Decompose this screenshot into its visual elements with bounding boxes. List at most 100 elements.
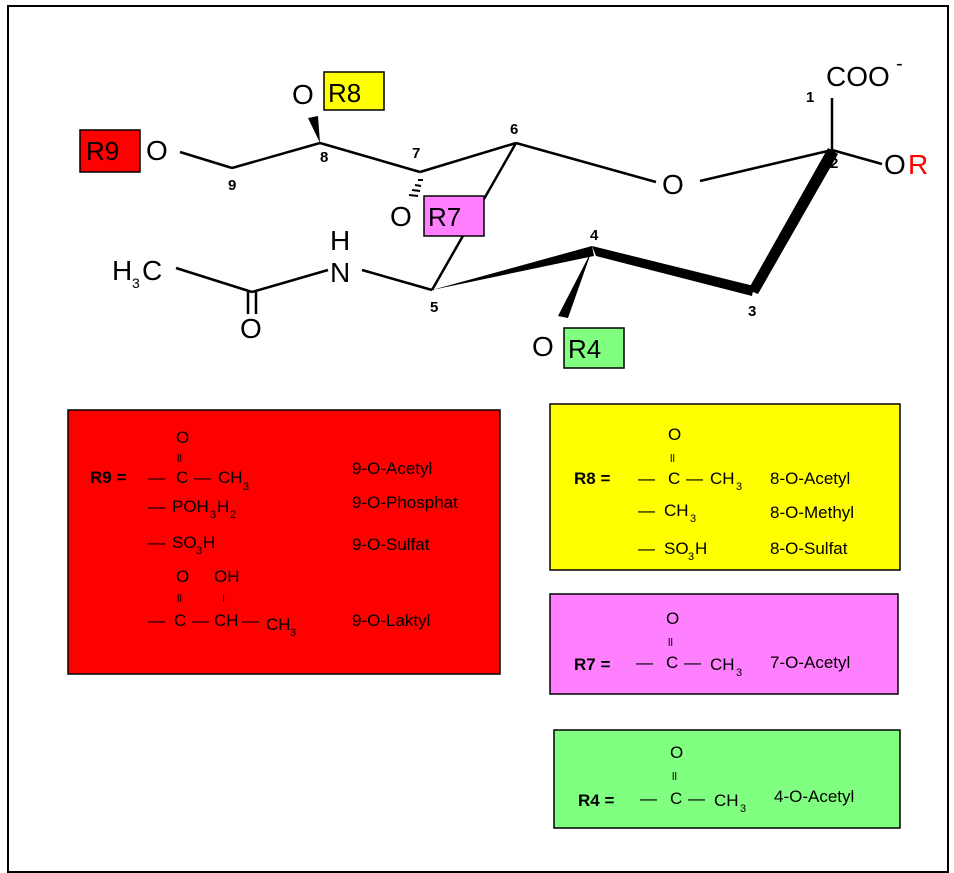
svg-text:—: — xyxy=(638,501,655,520)
r9-substituent-box: R9 = O ll — C — CH 3 — POH 3 H 2 — SO 3 … xyxy=(67,409,501,675)
svg-text:—: — xyxy=(636,653,653,672)
position-5: 5 xyxy=(430,299,438,316)
ring-oxygen: O xyxy=(662,169,684,200)
svg-text:SO: SO xyxy=(172,533,197,552)
bond-c6-c7 xyxy=(419,141,517,174)
svg-text:C: C xyxy=(176,468,188,487)
svg-text:—: — xyxy=(148,611,165,630)
h3c-h: H xyxy=(112,255,132,286)
r9-name-acetyl: 9-O-Acetyl xyxy=(352,459,432,478)
svg-text:CH: CH xyxy=(664,501,689,520)
svg-text:ll: ll xyxy=(177,593,182,605)
svg-text:2: 2 xyxy=(230,509,236,521)
r9-tag: R9 xyxy=(79,129,141,173)
svg-text:OH: OH xyxy=(214,567,240,586)
r9-lhs: R9 = xyxy=(90,468,126,487)
svg-text:3: 3 xyxy=(736,481,742,493)
svg-text:ll: ll xyxy=(177,453,182,465)
coo-charge: - xyxy=(896,53,903,75)
r4-substituent-box: R4 = O ll — C — CH 3 4-O-Acetyl xyxy=(553,729,901,829)
wedge-c8-o8 xyxy=(308,116,320,143)
r4-lhs: R4 = xyxy=(578,791,614,810)
svg-text:R4: R4 xyxy=(568,334,601,364)
bond-c9-o9 xyxy=(179,150,233,170)
position-2: 2 xyxy=(830,155,838,172)
r8-name-acetyl: 8-O-Acetyl xyxy=(770,469,850,488)
wedge-c5-c4 xyxy=(432,246,594,290)
svg-text:3: 3 xyxy=(210,509,216,521)
wedge-c3-c2 xyxy=(748,148,838,294)
svg-text:3: 3 xyxy=(690,513,696,525)
h3c-c: C xyxy=(142,255,162,286)
r8-name-sulfat: 8-O-Sulfat xyxy=(770,539,848,558)
svg-text:CH: CH xyxy=(710,469,735,488)
hash-c7-o7 xyxy=(408,179,423,197)
o7-label: O xyxy=(390,201,412,232)
position-6: 6 xyxy=(510,121,518,138)
bond-c6-ringO xyxy=(515,141,657,184)
svg-text:O: O xyxy=(668,425,681,444)
position-1: 1 xyxy=(806,89,814,106)
svg-text:—: — xyxy=(688,789,705,808)
svg-text:O: O xyxy=(670,743,683,762)
svg-text:C: C xyxy=(666,653,678,672)
r-label: R xyxy=(908,149,928,180)
svg-text:ll: ll xyxy=(668,637,673,649)
nh-hydrogen: H xyxy=(330,225,350,256)
svg-text:CH: CH xyxy=(714,791,739,810)
svg-text:—: — xyxy=(242,611,259,630)
svg-text:O: O xyxy=(176,428,189,447)
r8-tag: R8 xyxy=(323,71,385,111)
svg-text:—: — xyxy=(194,468,211,487)
svg-text:C: C xyxy=(670,789,682,808)
wedge-c4-o4 xyxy=(558,250,592,318)
o9-label: O xyxy=(146,135,168,166)
svg-text:CH: CH xyxy=(710,655,735,674)
r7-lhs: R7 = xyxy=(574,655,610,674)
wedge-bonds xyxy=(308,116,838,318)
svg-text:C: C xyxy=(668,469,680,488)
r4-name-acetyl: 4-O-Acetyl xyxy=(774,787,854,806)
o4-label: O xyxy=(532,331,554,362)
r8-name-methyl: 8-O-Methyl xyxy=(770,503,854,522)
svg-text:3: 3 xyxy=(243,481,249,493)
h3c-subscript: 3 xyxy=(132,275,140,291)
position-3: 3 xyxy=(748,303,756,320)
svg-text:—: — xyxy=(148,497,165,516)
r9-name-laktyl: 9-O-Laktyl xyxy=(352,611,430,630)
r9-name-phosphat: 9-O-Phosphat xyxy=(352,493,458,512)
o2-label: O xyxy=(884,149,906,180)
bond-c8-c9 xyxy=(231,141,321,170)
svg-text:CH: CH xyxy=(218,468,243,487)
svg-text:POH: POH xyxy=(172,497,209,516)
position-8: 8 xyxy=(320,149,328,166)
svg-text:R7: R7 xyxy=(428,202,461,232)
svg-text:SO: SO xyxy=(664,539,689,558)
position-numbers: 1 2 3 4 5 6 7 8 9 xyxy=(228,89,838,320)
r9-name-sulfat: 9-O-Sulfat xyxy=(352,535,430,554)
atom-labels: COO - O O R O O O O H N H 3 C O xyxy=(112,53,928,362)
svg-text:3: 3 xyxy=(196,545,202,557)
carbonyl-oxygen: O xyxy=(240,313,262,344)
svg-text:3: 3 xyxy=(740,803,746,815)
position-4: 4 xyxy=(590,227,599,244)
r8-lhs: R8 = xyxy=(574,469,610,488)
o8-label: O xyxy=(292,79,314,110)
position-7: 7 xyxy=(412,145,420,162)
r4-tag: R4 xyxy=(563,327,625,369)
bonds xyxy=(175,98,883,314)
svg-text:3: 3 xyxy=(688,551,694,563)
svg-text:O: O xyxy=(176,567,189,586)
svg-text:—: — xyxy=(638,469,655,488)
r7-name-acetyl: 7-O-Acetyl xyxy=(770,653,850,672)
wedge-c4-c3 xyxy=(592,246,754,296)
bond-ringO-c2 xyxy=(699,148,833,183)
svg-text:I: I xyxy=(222,593,225,605)
bond-c7-c8 xyxy=(319,141,421,174)
bond-cc-ch3 xyxy=(175,266,253,294)
svg-text:—: — xyxy=(638,539,655,558)
svg-text:—: — xyxy=(686,469,703,488)
bond-n-cc xyxy=(251,268,329,294)
svg-text:—: — xyxy=(684,653,701,672)
